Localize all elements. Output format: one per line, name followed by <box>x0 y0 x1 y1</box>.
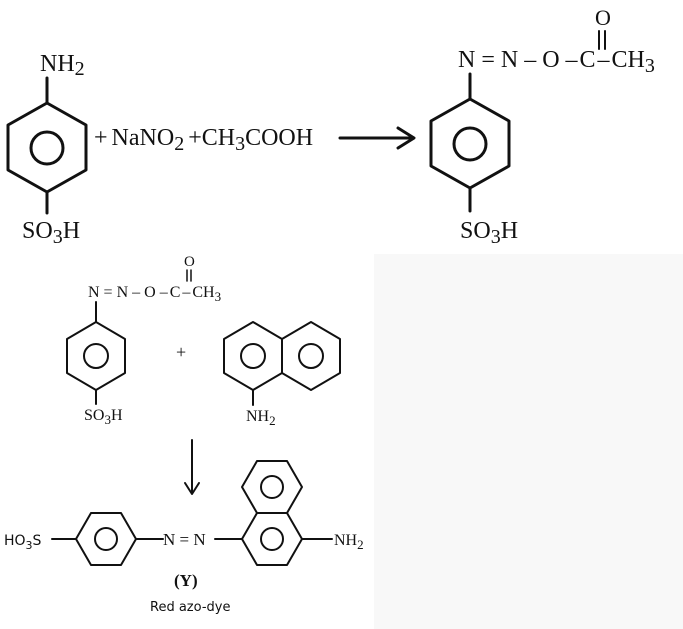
naphthalene-ring-lower <box>241 512 303 566</box>
reactant-sulfanilic-acid: NH2 SO3H <box>6 51 88 248</box>
naphthyl-amine-label: NH2 <box>246 408 276 428</box>
naphthalene-ring-left <box>223 321 283 391</box>
aromatic-circle <box>29 130 65 166</box>
product-sulfonic-label: SO3H <box>460 218 518 248</box>
reaction-arrow-1 <box>338 126 416 150</box>
ester-chain-label: N = N – O –C–CH3 <box>88 284 221 304</box>
aromatic-circle <box>94 527 118 551</box>
aromatic-circle <box>83 343 109 369</box>
arrow-head <box>184 482 200 495</box>
benzene-ring <box>6 101 88 194</box>
aromatic-circle-lower <box>260 527 284 551</box>
naphthalene-ring-upper <box>241 460 303 514</box>
ester-sulfonic-label: SO3H <box>84 407 123 427</box>
benzene-ring <box>429 97 511 190</box>
aromatic-circle <box>452 126 488 162</box>
naphthylamine: NH2 <box>223 321 341 428</box>
reagents: +NaNO2+CH3COOH <box>94 125 313 155</box>
naphthalene-ring-right <box>281 321 341 391</box>
azo-dye-product: HO3S N = N NH2 <box>4 460 364 566</box>
benzene-ring <box>75 512 137 566</box>
hydroxysulfonyl-label: HO3S <box>4 533 42 552</box>
ester-carbonyl-oxygen: O <box>184 254 195 270</box>
plus-sign: + <box>176 342 186 362</box>
reactant-amine-label: NH2 <box>40 51 85 80</box>
product-amine-label: NH2 <box>334 532 364 552</box>
product-diazo-acetate: O N = N – O –C–CH3 SO3H <box>429 5 655 248</box>
ester-reactant: O N = N – O –C–CH3 SO3H <box>66 254 221 427</box>
aromatic-circle-right <box>298 343 324 369</box>
reagent-text: +NaNO2+CH3COOH <box>94 125 313 155</box>
product-label: (Y) <box>174 571 198 590</box>
carbonyl-oxygen: O <box>595 5 611 30</box>
diazo-chain-label: N = N – O –C–CH3 <box>458 47 655 77</box>
product-caption: Red azo-dye <box>150 600 230 615</box>
arrow-head <box>396 126 416 150</box>
reactant-sulfonic-label: SO3H <box>22 218 80 248</box>
background-panel <box>374 254 683 629</box>
benzene-ring <box>66 321 126 391</box>
aromatic-circle-left <box>240 343 266 369</box>
azo-link-label: N = N <box>163 530 206 549</box>
reaction-arrow-2 <box>184 439 200 495</box>
aromatic-circle-upper <box>260 475 284 499</box>
